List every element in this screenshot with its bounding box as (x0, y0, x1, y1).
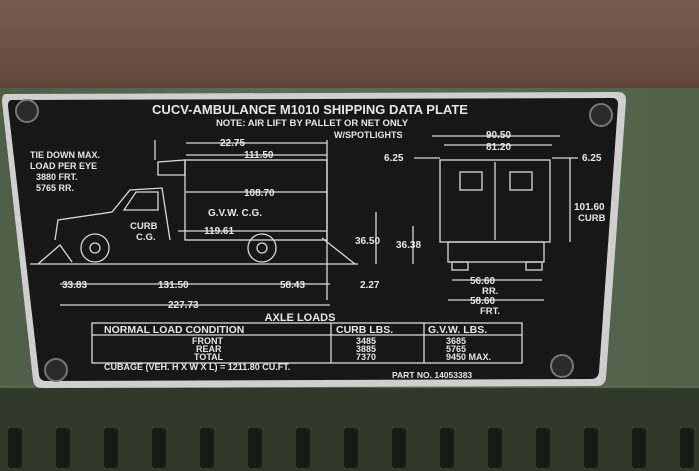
vent-slot (344, 428, 358, 468)
vent-slot (632, 428, 646, 468)
table-cell: 3885 (356, 344, 376, 354)
dim-108-70: 108.70 (244, 188, 275, 199)
dim-2-27: 2.27 (360, 280, 380, 291)
dim-90-50: 90.50 (486, 130, 511, 141)
vent-slot (104, 428, 118, 468)
dim-22-75: 22.75 (220, 138, 245, 149)
gvw-cg-label: G.V.W. C.G. (208, 208, 262, 219)
axle-load-table (91, 322, 523, 364)
table-cell: FRONT (192, 336, 223, 346)
dim-81-20: 81.20 (486, 142, 511, 153)
table-cell: REAR (196, 344, 222, 354)
vent-slot (248, 428, 262, 468)
tiedown-line: TIE DOWN MAX. (30, 150, 100, 160)
cubage-text: CUBAGE (VEH. H X W X L) = 1211.80 CU.FT. (104, 362, 290, 372)
table-header: G.V.W. LBS. (428, 324, 487, 336)
vent-slot (296, 428, 310, 468)
dim-6-25-right: 6.25 (582, 153, 602, 164)
vent-slot (56, 428, 70, 468)
dim-58-60: 58.60 (470, 296, 495, 307)
dim-227-73: 227.73 (168, 300, 199, 311)
screw-icon (589, 103, 613, 127)
table-cell: 9450 MAX. (446, 352, 491, 362)
table-cell: 3485 (356, 336, 376, 346)
rr-label: RR. (482, 286, 498, 297)
curb-cg-label: CURB (130, 221, 158, 232)
table-cell: 3685 (446, 336, 466, 346)
spotlights-label: W/SPOTLIGHTS (334, 130, 403, 140)
screw-icon (15, 99, 39, 123)
dim-36-50: 36.50 (355, 236, 380, 247)
vent-slot (152, 428, 166, 468)
dim-101-60: 101.60 (574, 202, 605, 213)
axle-loads-title: AXLE LOADS (265, 312, 336, 324)
wood-trim (0, 0, 699, 95)
table-header: NORMAL LOAD CONDITION (104, 324, 244, 336)
dim-56-60: 56.60 (470, 276, 495, 287)
dim-58-43: 58.43 (280, 280, 305, 291)
curb-label: CURB (578, 213, 606, 224)
table-cell: TOTAL (194, 352, 224, 362)
tiedown-line: 5765 RR. (36, 183, 74, 193)
vent-slot (536, 428, 550, 468)
vent-slot (440, 428, 454, 468)
plate-note: NOTE: AIR LIFT BY PALLET OR NET ONLY (216, 118, 409, 129)
dim-33-83: 33.83 (62, 280, 87, 291)
table-header: CURB LBS. (336, 324, 393, 336)
dim-36-38: 36.38 (396, 240, 421, 251)
vent-slot (680, 428, 694, 468)
frt-label: FRT. (480, 306, 500, 317)
part-number: PART NO. 14053383 (392, 370, 472, 380)
table-cell: 5765 (446, 344, 466, 354)
tiedown-line: LOAD PER EYE (30, 161, 97, 171)
curb-cg-label: C.G. (136, 232, 156, 243)
vent-slot (200, 428, 214, 468)
table-cell: 7370 (356, 352, 376, 362)
truck-rear-view (439, 159, 551, 271)
vent-slot (392, 428, 406, 468)
dim-111-50: 111.50 (244, 150, 274, 161)
screw-icon (44, 358, 68, 382)
vent-slot (584, 428, 598, 468)
screw-icon (550, 354, 574, 378)
dim-119-61: 119.61 (204, 226, 234, 237)
dim-6-25-left: 6.25 (384, 153, 404, 164)
plate-title: CUCV-AMBULANCE M1010 SHIPPING DATA PLATE (152, 102, 468, 117)
vent-slot (488, 428, 502, 468)
vent-slot (8, 428, 22, 468)
tiedown-line: 3880 FRT. (36, 172, 78, 182)
dim-131-50: 131.50 (158, 280, 189, 291)
